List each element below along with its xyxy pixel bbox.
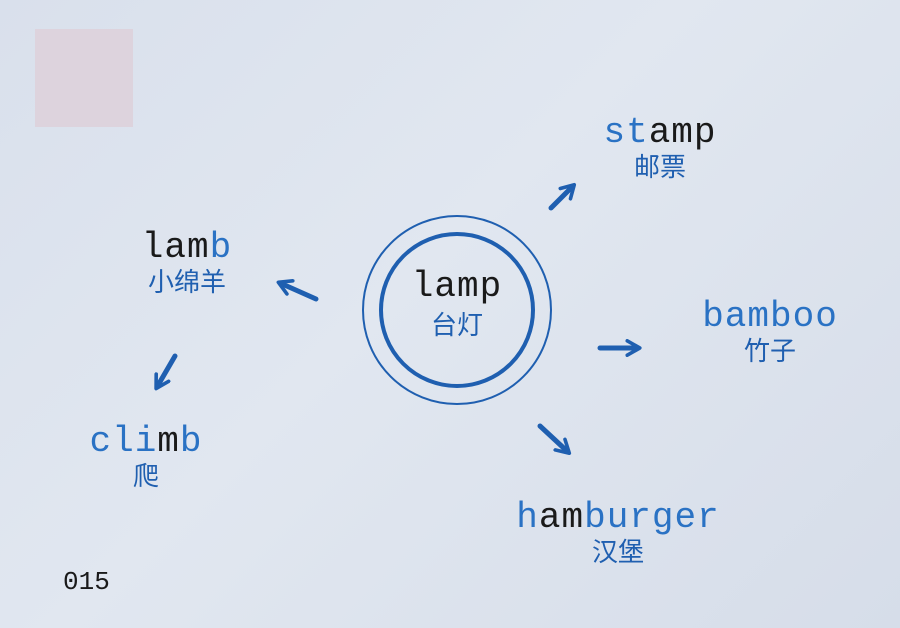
node-stamp: stamp 邮票 xyxy=(590,114,730,184)
page-number: 015 xyxy=(63,567,110,597)
arrow-to-stamp xyxy=(548,182,577,211)
outer-ring xyxy=(362,215,552,405)
arrow-to-climb xyxy=(154,353,178,391)
gloss-stamp: 邮票 xyxy=(633,153,686,183)
node-lamb: lamb 小绵羊 xyxy=(122,229,252,299)
node-hamburger: hamburger 汉堡 xyxy=(508,499,728,569)
gloss-climb: 爬 xyxy=(132,462,159,492)
center-node: lamp 台灯 xyxy=(397,268,517,342)
gloss-bamboo: 竹子 xyxy=(743,337,796,367)
word-hamburger: hamburger xyxy=(516,497,720,538)
node-bamboo: bamboo 竹子 xyxy=(695,298,845,368)
center-word: lamp xyxy=(411,266,503,307)
inner-ring xyxy=(379,232,535,388)
word-bamboo: bamboo xyxy=(702,296,838,337)
gloss-lamb: 小绵羊 xyxy=(147,268,226,298)
arrow-to-hamburger xyxy=(537,423,572,456)
word-climb: climb xyxy=(89,421,203,462)
gloss-hamburger: 汉堡 xyxy=(591,538,644,568)
arrow-to-lamb xyxy=(276,279,319,302)
node-climb: climb 爬 xyxy=(80,423,212,493)
sticker-patch xyxy=(35,29,133,127)
center-gloss: 台灯 xyxy=(430,311,483,341)
word-lamb: lamb xyxy=(141,227,233,268)
word-stamp: stamp xyxy=(603,112,717,153)
